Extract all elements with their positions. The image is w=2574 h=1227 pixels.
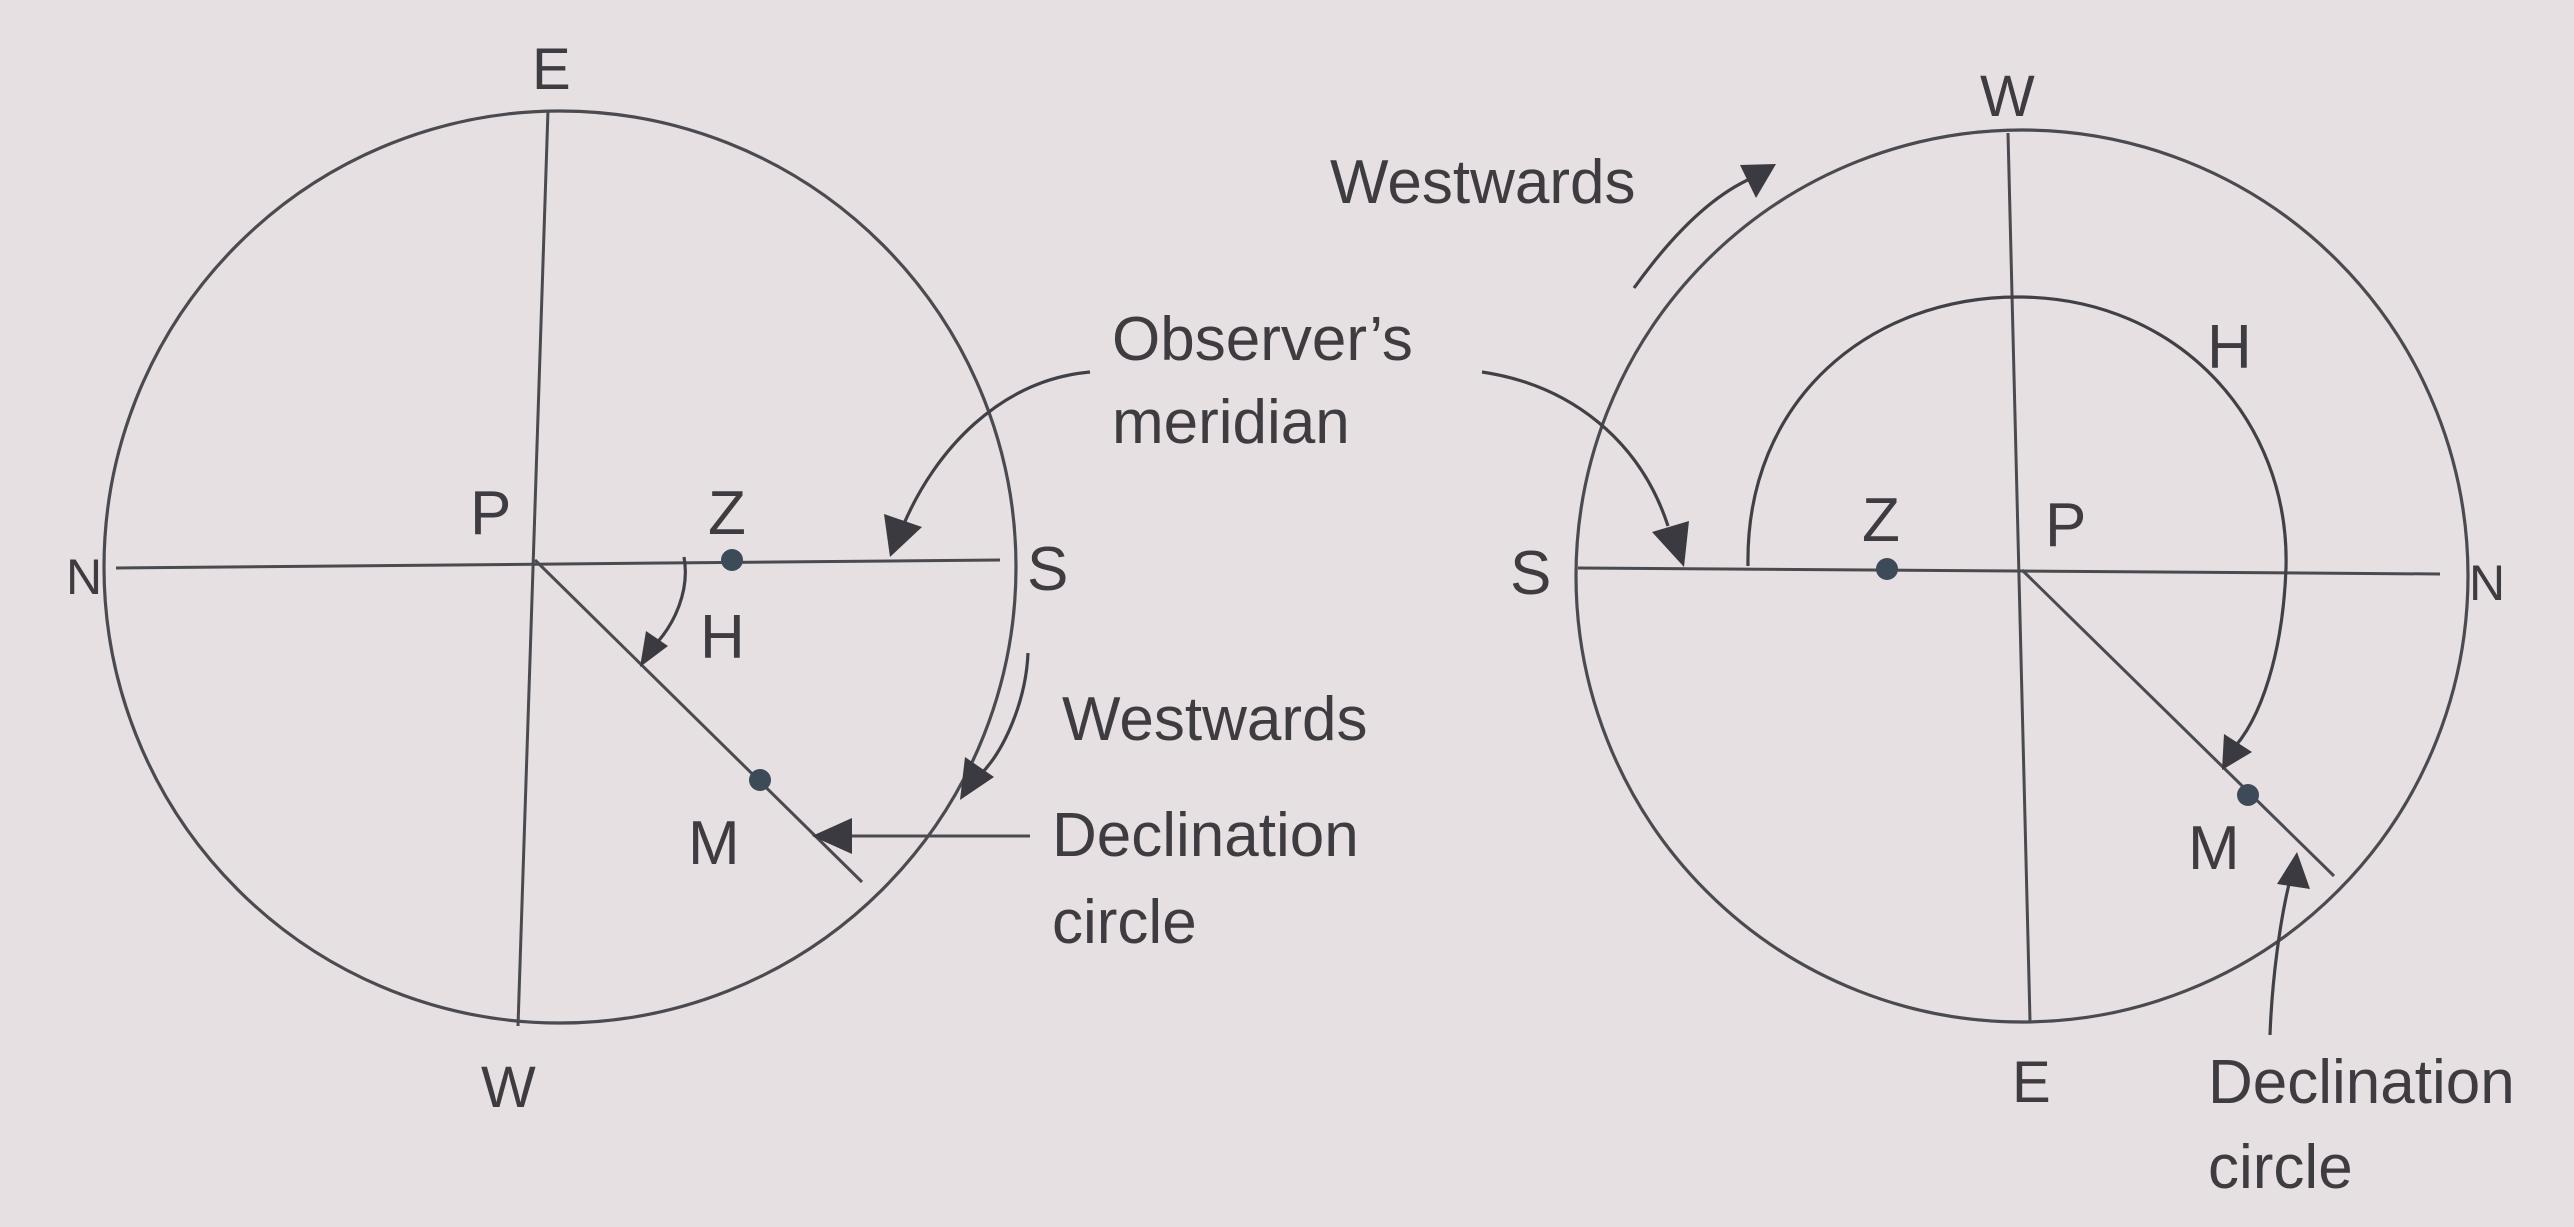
right-label-hour-angle: H	[2207, 313, 2252, 382]
left-label-body: M	[688, 809, 740, 878]
right-observers-meridian-arrowhead	[1652, 521, 1689, 567]
right-westwards-arrowhead	[1740, 164, 1776, 198]
left-celestial-circle	[102, 109, 1018, 1025]
left-label-south: S	[1027, 535, 1068, 604]
right-declination-label-line2: circle	[2208, 1133, 2353, 1202]
left-observers-meridian-arrowhead	[884, 514, 922, 557]
right-label-body: M	[2188, 814, 2240, 883]
right-declination-arrow	[2268, 879, 2292, 1036]
right-label-east: E	[2012, 1050, 2051, 1115]
right-label-zenith: Z	[1862, 486, 1900, 555]
right-label-south: S	[1510, 539, 1551, 608]
observers-meridian-label-line2: meridian	[1112, 388, 1350, 457]
right-label-pole: P	[2045, 491, 2086, 560]
left-declination-label-line1: Declination	[1052, 801, 1359, 870]
observers-meridian-annotation: Observer’s meridian	[1112, 305, 1413, 457]
right-hour-angle-arc	[1746, 295, 2288, 754]
left-label-west: W	[481, 1055, 536, 1120]
right-hour-angle-arrowhead	[2222, 734, 2252, 770]
left-westwards-arrow	[978, 652, 1030, 777]
left-zenith-point	[721, 549, 743, 571]
left-hour-angle-arrowhead	[640, 631, 668, 667]
left-westwards-label: Westwards	[1062, 685, 1368, 754]
right-zenith-point	[1876, 558, 1898, 580]
left-label-hour-angle: H	[700, 603, 745, 672]
left-label-pole: P	[470, 479, 511, 548]
left-north-south-line	[115, 558, 1001, 570]
left-label-north: N	[66, 549, 102, 605]
right-westwards-label: Westwards	[1330, 148, 1636, 217]
left-label-zenith: Z	[708, 479, 746, 548]
left-body-point	[749, 769, 771, 791]
observers-meridian-label-line1: Observer’s	[1112, 305, 1413, 374]
right-westwards-arrow	[1632, 176, 1753, 289]
left-label-east: E	[532, 37, 571, 102]
right-west-east-line	[2006, 132, 2032, 1022]
right-celestial-circle	[1574, 128, 2470, 1024]
left-declination-label-line2: circle	[1052, 888, 1197, 957]
right-declination-arrowhead	[2277, 852, 2310, 889]
right-label-west: W	[1980, 64, 2035, 129]
right-diagram: W E N S P Z H M Westwards Declination ci…	[1330, 64, 2515, 1202]
right-south-north-line	[1577, 566, 2441, 576]
left-east-west-line	[516, 109, 550, 1027]
right-label-north: N	[2469, 555, 2505, 611]
left-westwards-arrowhead	[960, 757, 994, 800]
left-declination-circle-line	[533, 558, 864, 884]
right-declination-label-line1: Declination	[2208, 1048, 2515, 1117]
right-declination-circle-line	[2020, 568, 2336, 878]
left-observers-meridian-arrow	[901, 370, 1091, 527]
left-declination-arrowhead	[812, 818, 852, 854]
right-body-point	[2237, 784, 2259, 806]
right-observers-meridian-arrow	[1481, 370, 1670, 527]
left-hour-angle-arc	[650, 556, 687, 650]
left-diagram: E W N S P Z H M Westwards Declination ci…	[66, 37, 1368, 1120]
